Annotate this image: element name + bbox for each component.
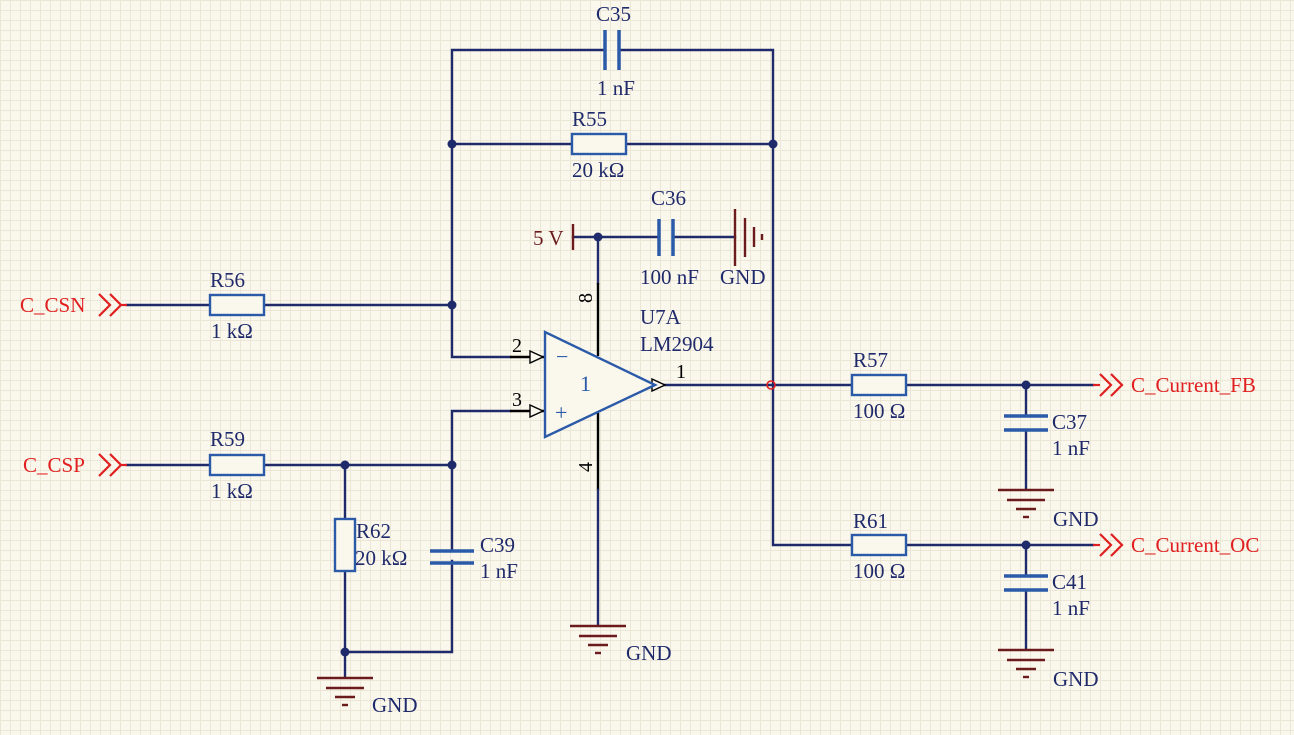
net-label-c-csn: C_CSN — [20, 293, 85, 317]
junction-dot — [447, 460, 457, 470]
pin-arrow — [529, 349, 545, 365]
resistor-r61[interactable]: R61 100 Ω — [850, 509, 908, 583]
net-port-c-current-oc[interactable]: C_Current_OC — [1093, 533, 1259, 557]
wire-vcc — [571, 235, 737, 285]
r59-value: 1 kΩ — [211, 479, 253, 503]
wire-csp — [125, 409, 512, 467]
opamp-minus-sign: − — [556, 344, 568, 369]
pin-number-4: 4 — [575, 462, 597, 472]
junction-dot — [340, 647, 350, 657]
gnd-label: GND — [1053, 667, 1099, 691]
r59-ref: R59 — [210, 427, 245, 451]
wire-oc — [771, 383, 1095, 547]
r62-ref: R62 — [356, 519, 391, 543]
wire-r62-c39 — [343, 463, 454, 654]
power-5v-label: 5 V — [533, 226, 564, 250]
c41-ref: C41 — [1052, 570, 1087, 594]
r61-value: 100 Ω — [853, 559, 905, 583]
power-5v[interactable]: 5 V — [533, 224, 575, 250]
c39-ref: C39 — [480, 533, 515, 557]
net-port-c-csn[interactable]: C_CSN — [20, 293, 127, 317]
gnd-symbol-c41[interactable]: GND — [998, 648, 1099, 691]
gnd-symbol-left[interactable]: GND — [317, 676, 418, 717]
net-label-c-csp: C_CSP — [23, 453, 85, 477]
capacitor-c41[interactable]: C41 1 nF — [1004, 570, 1090, 620]
junction-dot — [340, 460, 350, 470]
junction-dot — [447, 300, 457, 310]
pin-number-2: 2 — [512, 335, 522, 357]
opamp-plus-sign: + — [555, 400, 567, 425]
junction-dot — [447, 139, 457, 149]
c37-ref: C37 — [1052, 410, 1087, 434]
gnd-symbol-c37[interactable]: GND — [998, 488, 1099, 531]
c35-value: 1 nF — [597, 76, 635, 100]
c35-ref: C35 — [596, 2, 631, 26]
c37-value: 1 nF — [1052, 436, 1090, 460]
pin-number-1: 1 — [676, 361, 686, 383]
wire-c35-loop — [450, 48, 775, 387]
opamp-body — [543, 330, 658, 439]
pin-arrow — [529, 403, 545, 419]
c36-ref: C36 — [651, 186, 686, 210]
junction-dot — [593, 232, 603, 242]
capacitor-c39[interactable]: C39 1 nF — [430, 533, 518, 583]
gnd-label: GND — [1053, 507, 1099, 531]
net-port-c-csp[interactable]: C_CSP — [23, 453, 127, 477]
gnd-symbol-c36[interactable]: GND — [720, 209, 766, 289]
opamp-u7a[interactable]: − + 1 2 3 1 8 4 U7A LM2904 — [510, 283, 714, 626]
junction-dot — [1021, 380, 1031, 390]
resistor-r57[interactable]: R57 100 Ω — [850, 348, 908, 423]
c36-value: 100 nF — [640, 265, 699, 289]
junctions — [340, 139, 1031, 657]
junction-dot — [768, 139, 778, 149]
gnd-label: GND — [626, 641, 672, 665]
c39-value: 1 nF — [480, 559, 518, 583]
resistor-r62[interactable]: R62 20 kΩ — [333, 517, 407, 573]
resistor-r59[interactable]: R59 1 kΩ — [208, 427, 266, 503]
net-label-c-current-oc: C_Current_OC — [1131, 533, 1259, 557]
wire-csn — [125, 303, 512, 359]
r57-ref: R57 — [853, 348, 888, 372]
gnd-symbol-opamp[interactable]: GND — [570, 624, 672, 665]
net-label-c-current-fb: C_Current_FB — [1131, 373, 1256, 397]
r57-value: 100 Ω — [853, 399, 905, 423]
r56-ref: R56 — [210, 268, 245, 292]
r61-ref: R61 — [853, 509, 888, 533]
junction-ring — [766, 380, 776, 390]
net-port-c-current-fb[interactable]: C_Current_FB — [1093, 373, 1256, 397]
junction-dot — [1021, 540, 1031, 550]
pin-number-3: 3 — [512, 389, 522, 411]
capacitor-c35[interactable]: C35 1 nF — [596, 2, 635, 100]
u7a-ref: U7A — [640, 305, 682, 329]
r55-value: 20 kΩ — [572, 158, 624, 182]
r62-value: 20 kΩ — [355, 546, 407, 570]
capacitor-c37[interactable]: C37 1 nF — [1004, 410, 1090, 460]
r56-value: 1 kΩ — [211, 319, 253, 343]
u7a-value: LM2904 — [640, 332, 714, 356]
resistor-r56[interactable]: R56 1 kΩ — [208, 268, 266, 343]
pin-number-8: 8 — [575, 293, 597, 303]
resistor-r55[interactable]: R55 20 kΩ — [570, 107, 628, 182]
opamp-part-number: 1 — [580, 371, 591, 396]
capacitor-c36[interactable]: C36 100 nF — [640, 186, 699, 289]
gnd-label: GND — [372, 693, 418, 717]
r55-ref: R55 — [572, 107, 607, 131]
gnd-label: GND — [720, 265, 766, 289]
c41-value: 1 nF — [1052, 596, 1090, 620]
